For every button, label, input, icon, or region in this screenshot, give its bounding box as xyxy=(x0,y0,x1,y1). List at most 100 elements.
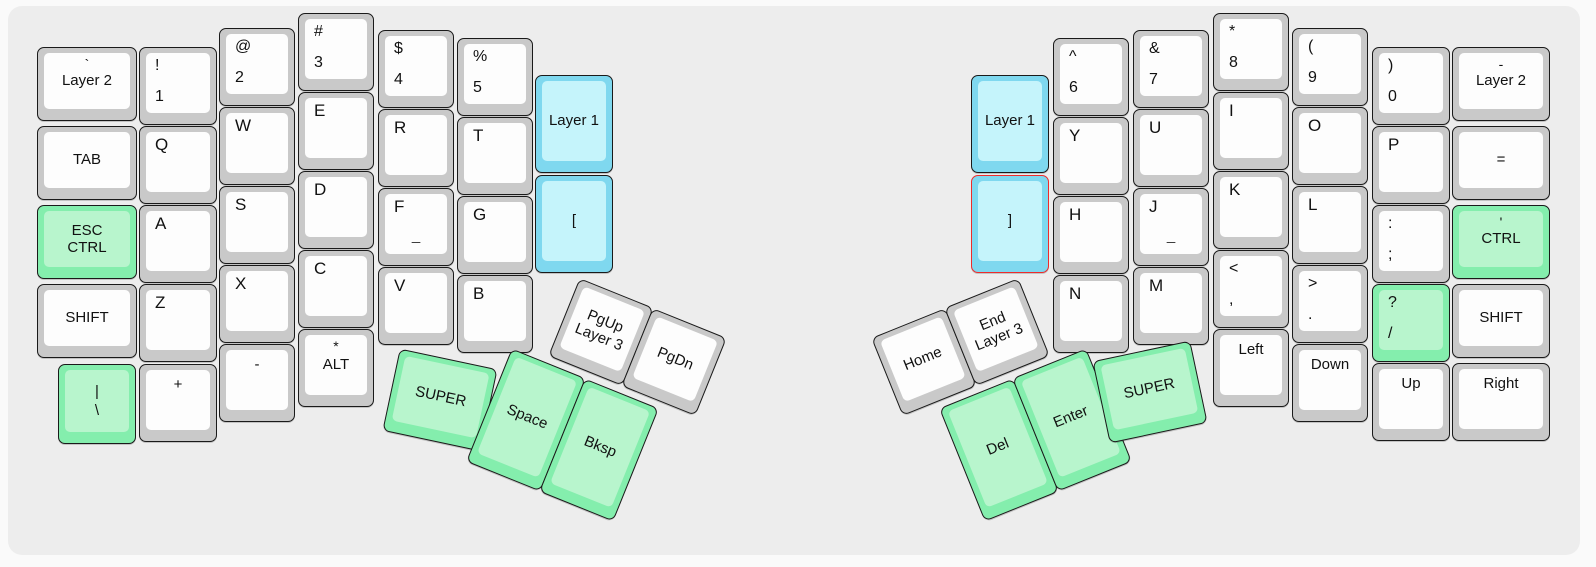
key-d[interactable]: D xyxy=(298,171,374,249)
key-s[interactable]: S xyxy=(219,186,295,264)
key-c[interactable]: C xyxy=(298,250,374,328)
key-question-slash[interactable]: ?/ xyxy=(1372,284,1450,362)
key-legend-main: M xyxy=(1149,276,1164,295)
key-k[interactable]: K xyxy=(1213,171,1289,249)
key-legend-main: C xyxy=(314,259,327,278)
key-e[interactable]: E xyxy=(298,92,374,170)
keycap: K xyxy=(1220,177,1282,237)
key-left[interactable]: Left xyxy=(1213,329,1289,407)
homing-bump-indicator: _ xyxy=(1166,226,1176,244)
key-legend-main: ] xyxy=(1007,212,1013,230)
keycap: ?/ xyxy=(1379,290,1443,350)
keycap: *8 xyxy=(1220,19,1282,79)
key-legend-main: Enter xyxy=(1050,402,1091,432)
key-legend-main: Layer 2 xyxy=(61,72,113,90)
key-layer1-left[interactable]: Layer 1 xyxy=(535,75,613,173)
key-star-alt[interactable]: *ALT xyxy=(298,329,374,407)
key-legend-top: ` xyxy=(84,56,90,72)
key-colon-semi[interactable]: :; xyxy=(1372,205,1450,283)
key-legend-main: W xyxy=(235,116,252,135)
key-caret-6[interactable]: ^6 xyxy=(1053,38,1129,116)
key-legend-bottom: . xyxy=(1308,306,1313,324)
keycap: Layer 1 xyxy=(978,81,1042,161)
key-h[interactable]: H xyxy=(1053,196,1129,274)
keycap: %5 xyxy=(464,44,526,104)
key-b[interactable]: B xyxy=(457,275,533,353)
key-w[interactable]: W xyxy=(219,107,295,185)
key-layer1-right[interactable]: Layer 1 xyxy=(971,75,1049,173)
key-shift-right[interactable]: SHIFT xyxy=(1452,284,1550,358)
key-legend-bottom: , xyxy=(1229,291,1234,309)
key-y[interactable]: Y xyxy=(1053,117,1129,195)
key-a[interactable]: A xyxy=(139,205,217,283)
keycap: H xyxy=(1060,202,1122,262)
key-down[interactable]: Down xyxy=(1292,344,1368,422)
key-legend-main: SUPER xyxy=(413,383,468,411)
key-right[interactable]: Right xyxy=(1452,363,1550,441)
key-minus[interactable]: - xyxy=(219,344,295,422)
key-legend-main: O xyxy=(1308,116,1322,135)
key-p[interactable]: P xyxy=(1372,126,1450,204)
key-excl-1[interactable]: !1 xyxy=(139,47,217,125)
keycap: 'CTRL xyxy=(1459,211,1543,267)
key-star-8[interactable]: *8 xyxy=(1213,13,1289,91)
key-quote-ctrl[interactable]: 'CTRL xyxy=(1452,205,1550,279)
key-bracket-right[interactable]: ] xyxy=(971,175,1049,273)
key-q[interactable]: Q xyxy=(139,126,217,204)
key-n[interactable]: N xyxy=(1053,275,1129,353)
key-legend-main: Down xyxy=(1310,356,1350,373)
key-gt-period[interactable]: >. xyxy=(1292,265,1368,343)
key-r[interactable]: R xyxy=(378,109,454,187)
keycap: ^6 xyxy=(1060,44,1122,104)
key-lt-comma[interactable]: <, xyxy=(1213,250,1289,328)
key-u[interactable]: U xyxy=(1133,109,1209,187)
keycap: F_ xyxy=(385,194,447,254)
key-legend-line2: CTRL xyxy=(67,239,107,256)
key-legend-bottom: \ xyxy=(94,401,100,419)
key-paren-9[interactable]: (9 xyxy=(1292,28,1368,106)
key-hash-3[interactable]: #3 xyxy=(298,13,374,91)
key-o[interactable]: O xyxy=(1292,107,1368,185)
key-m[interactable]: M xyxy=(1133,267,1209,345)
key-legend-main: T xyxy=(473,126,484,145)
key-t[interactable]: T xyxy=(457,117,533,195)
keycap: Layer 1 xyxy=(542,81,606,161)
key-x[interactable]: X xyxy=(219,265,295,343)
key-at-2[interactable]: @2 xyxy=(219,28,295,106)
keycap: A xyxy=(146,211,210,271)
key-l[interactable]: L xyxy=(1292,186,1368,264)
keycap: `Layer 2 xyxy=(44,53,130,109)
key-plus[interactable]: + xyxy=(139,364,217,442)
key-percent-5[interactable]: %5 xyxy=(457,38,533,116)
key-minus-layer2[interactable]: -Layer 2 xyxy=(1452,47,1550,121)
key-amp-7[interactable]: &7 xyxy=(1133,30,1209,108)
key-legend-main: V xyxy=(394,276,406,295)
keycap: Z xyxy=(146,290,210,350)
key-paren-0[interactable]: )0 xyxy=(1372,47,1450,125)
key-v[interactable]: V xyxy=(378,267,454,345)
key-legend-main: Space xyxy=(504,401,551,433)
key-j[interactable]: J_ xyxy=(1133,188,1209,266)
keycap: ] xyxy=(978,181,1042,261)
keycap: I xyxy=(1220,98,1282,158)
keycap: SUPER xyxy=(391,355,490,439)
key-bracket-left[interactable]: [ xyxy=(535,175,613,273)
key-legend-main: U xyxy=(1149,118,1162,137)
key-equal[interactable]: = xyxy=(1452,126,1550,200)
key-g[interactable]: G xyxy=(457,196,533,274)
keycap: + xyxy=(146,370,210,430)
key-z[interactable]: Z xyxy=(139,284,217,362)
key-shift-left[interactable]: SHIFT xyxy=(37,284,137,358)
key-i[interactable]: I xyxy=(1213,92,1289,170)
key-f[interactable]: F_ xyxy=(378,188,454,266)
key-tab[interactable]: TAB xyxy=(37,126,137,200)
key-dollar-4[interactable]: $4 xyxy=(378,30,454,108)
key-up[interactable]: Up xyxy=(1372,363,1450,441)
key-grave-layer2[interactable]: `Layer 2 xyxy=(37,47,137,121)
key-legend-main: SHIFT xyxy=(1479,309,1523,327)
key-pipe-backslash[interactable]: |\ xyxy=(58,364,136,444)
key-legend-main: TAB xyxy=(72,151,102,169)
key-legend-main: E xyxy=(314,101,326,120)
key-legend-main: = xyxy=(1496,151,1506,169)
